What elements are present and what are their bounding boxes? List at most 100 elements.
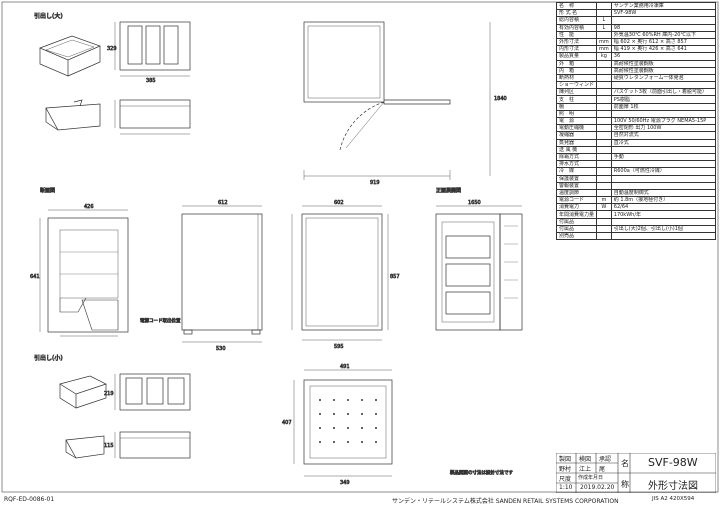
spec-cell-v: 外気温30℃ 60%RH 庫内-20℃以下 (610, 30, 717, 39)
tb-title: 外形寸法図 (648, 481, 698, 492)
spec-row: 別売品 (555, 231, 717, 241)
spec-cell-v (610, 174, 717, 183)
spec-cell-v: バスケット3枚（前面引出し・着脱可能） (610, 88, 717, 97)
spec-cell-k: 照 明 (555, 109, 598, 119)
dim-491: 491 (340, 364, 350, 370)
spec-cell-u (596, 1, 612, 11)
spec-row: 名 称サンデン業務用冷凍庫 (555, 1, 717, 11)
spec-cell-k: 除霜方式 (555, 152, 598, 162)
drawer-large-side-iso (45, 99, 101, 131)
spec-cell-k: 製品質量 (555, 52, 598, 61)
spec-cell-v: 高耐候性塗装鋼板 (610, 66, 717, 75)
bottom-view (293, 369, 393, 477)
spec-cell-v: 約 1.8m（接地極付き） (610, 196, 717, 205)
drawer-small-iso (59, 375, 107, 459)
spec-row: 電動圧縮機 全密閉形 出力 100W (555, 124, 717, 133)
dim-349: 349 (340, 480, 350, 486)
spec-cell-v (610, 160, 717, 169)
spec-cell-u (596, 231, 612, 241)
spec-cell-v: 硬質ウレタンフォーム一体発泡 (610, 73, 717, 83)
spec-cell-u (596, 145, 612, 154)
tb-model: SVF-98W (648, 456, 698, 469)
spec-row: 保護装置 (555, 174, 717, 183)
spec-cell-v (610, 181, 717, 190)
dim-115: 115 (104, 443, 114, 449)
drawer-large-iso (39, 35, 101, 77)
spec-cell-v: 引出し(大)2個、引出し(小)1個 (610, 224, 717, 234)
tb-approve: 尾 (599, 466, 606, 473)
spec-cell-v: 手動 (610, 152, 717, 162)
spec-cell-v (610, 231, 717, 241)
spec-cell-k: 電動圧縮機 (555, 124, 598, 133)
spec-cell-k: 保護装置 (555, 174, 598, 183)
spec-row: 断熱材 硬質ウレタンフォーム一体発泡 (555, 73, 717, 83)
drain-note: 製品図面の寸法は設計寸法です (450, 469, 513, 476)
spec-cell-u: kg (596, 52, 612, 61)
spec-cell-v: サンデン業務用冷凍庫 (610, 1, 717, 11)
tb-check: 江上 (579, 466, 592, 473)
spec-cell-u (596, 181, 612, 190)
spec-row: 警報装置 (555, 181, 717, 190)
spec-cell-k: 形 式 名 (555, 9, 598, 18)
top-plan-view (303, 21, 491, 180)
tb-date-label: 作成年月日 (578, 475, 604, 481)
spec-cell-k: 断熱材 (555, 73, 598, 83)
label-cord: 電源コード取出位置 (140, 317, 181, 324)
spec-cell-u (596, 210, 612, 219)
front-view (291, 205, 389, 341)
spec-cell-v (610, 109, 717, 119)
spec-cell-k: 警報装置 (555, 181, 598, 190)
spec-row: 棚前面扉 1枚 (555, 102, 717, 111)
spec-cell-u (596, 174, 612, 183)
spec-cell-u (596, 73, 612, 83)
spec-cell-u (596, 116, 612, 126)
spec-row: 照 明 (555, 109, 717, 119)
spec-cell-k: 内形寸法 (555, 45, 598, 54)
spec-cell-u (596, 9, 612, 18)
label-drawer-large: 引出し(大) (34, 12, 63, 20)
spec-cell-u (596, 217, 612, 226)
dim-530: 530 (216, 346, 226, 352)
spec-row: 送 風 機 (555, 145, 717, 154)
spec-cell-v: 自動温度制御式 (610, 188, 717, 198)
spec-cell-u (596, 102, 612, 111)
tb-drawn-label: 製図 (559, 456, 572, 463)
spec-cell-v: 98 (610, 23, 717, 32)
spec-cell-v: 全密閉形 出力 100W (610, 124, 717, 133)
spec-cell-k: 送 風 機 (555, 145, 598, 154)
spec-cell-v (610, 145, 717, 154)
sheet-border (1, 1, 719, 493)
spec-cell-k: 有効内容積 (555, 23, 598, 32)
spec-cell-k: 内 箱 (555, 66, 598, 75)
spec-row: 内 箱 高耐候性塗装鋼板 (555, 66, 717, 75)
spec-cell-k: 年間消費電力量 (555, 210, 598, 219)
spec-cell-u (596, 152, 612, 162)
spec-cell-k: ショーウィンド (555, 81, 598, 90)
spec-row: 陳列区 バスケット3枚（前面引出し・着脱可能） (555, 88, 717, 97)
spec-cell-k: 陳列区 (555, 88, 598, 97)
tb-scale: 1:10 (559, 484, 573, 491)
spec-cell-u (596, 66, 612, 75)
spec-cell-u (596, 224, 612, 234)
spec-cell-u (596, 88, 612, 97)
spec-cell-u: L (596, 23, 612, 32)
dim-385-top: 385 (146, 78, 156, 84)
label-front-open: 正面展開図 (436, 188, 461, 194)
spec-cell-k: 外形寸法 (555, 37, 598, 47)
spec-cell-k: 冷 媒 (555, 167, 598, 176)
spec-cell-k: 付属品 (555, 217, 598, 226)
dim-612: 612 (218, 200, 228, 206)
title-block: 製図 野村 検図 江上 承認 尾 尺度 1:10 作成年月日 2019.02.2… (556, 453, 716, 493)
spec-cell-k: 電源コード (555, 196, 598, 205)
section-view (39, 209, 129, 337)
